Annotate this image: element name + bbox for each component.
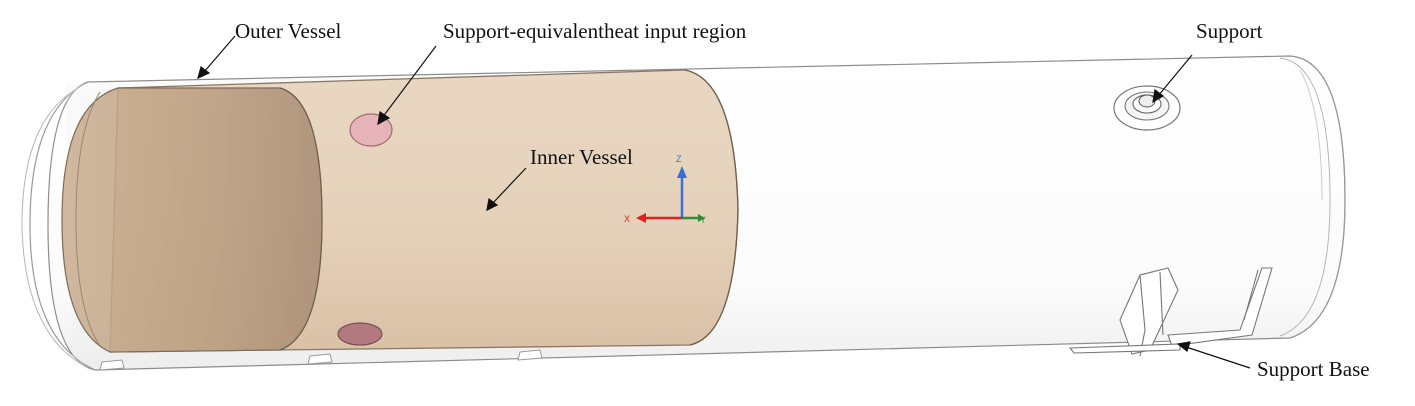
support-leader — [1157, 54, 1193, 97]
x-axis-arrow — [636, 213, 646, 223]
heat-input-region-bottom — [337, 322, 383, 346]
support-base-label: Support Base — [1257, 357, 1370, 381]
z-axis-arrow — [677, 166, 687, 178]
coordinate-triad: Z X Y — [624, 154, 706, 225]
inner-supports — [99, 349, 543, 371]
heat-region-label: Support-equivalentheat input region — [443, 19, 747, 43]
y-axis-label: Y — [700, 215, 706, 225]
support-label: Support — [1196, 19, 1263, 43]
inner-vessel-arrowhead — [486, 197, 499, 212]
support — [1113, 85, 1181, 131]
inner-vessel — [61, 69, 739, 353]
support-base-leader — [1185, 346, 1251, 369]
inner-vessel-label: Inner Vessel — [530, 145, 633, 169]
support-base-arrowhead — [1176, 341, 1191, 352]
outer-vessel-label: Outer Vessel — [235, 19, 342, 43]
callout-arrows — [197, 35, 1251, 369]
support-arrowhead — [1152, 88, 1165, 104]
outer-vessel-leader — [203, 35, 236, 73]
x-axis-label: X — [624, 214, 630, 224]
z-axis-label: Z — [676, 154, 682, 164]
inner-vessel-leader — [491, 167, 527, 205]
heat-region-leader — [381, 45, 437, 119]
heat-region-arrowhead — [377, 110, 391, 126]
y-axis-arrow — [698, 214, 705, 222]
outer-vessel-arrowhead — [197, 65, 211, 80]
support-base — [1068, 267, 1273, 357]
